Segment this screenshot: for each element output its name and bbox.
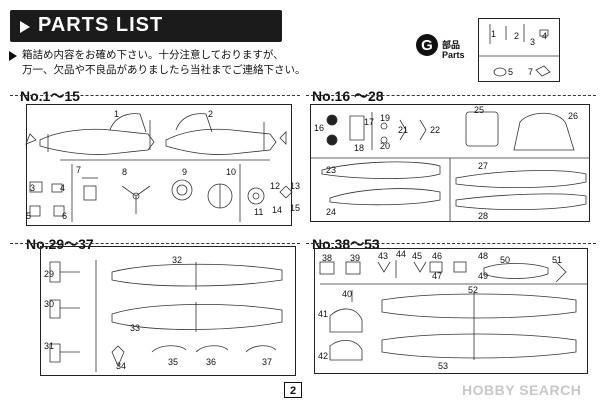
part-number: 15	[290, 203, 301, 213]
part-number: 25	[474, 105, 485, 115]
part-number: 44	[396, 249, 407, 259]
runner-g-parts	[478, 24, 560, 77]
part-number: 31	[44, 341, 55, 351]
section-title-1-15: No.1～15	[20, 88, 80, 104]
part-number: 33	[130, 323, 141, 333]
part-number: 7	[76, 165, 82, 175]
part-number: 1	[114, 109, 120, 119]
part-number: 17	[364, 117, 375, 127]
packing-notice: 箱詰め内容をお確め下さい。十分注意しておりますが、 万一、欠品や不良品がありまし…	[9, 48, 306, 78]
part-number: 14	[272, 205, 283, 215]
part-number: 22	[430, 125, 441, 135]
part-number: 1	[491, 29, 497, 39]
part-number: 32	[172, 255, 183, 265]
section-title-16-28: No.16 ～28	[312, 88, 384, 104]
part-number: 18	[354, 143, 365, 153]
divider-mid-right	[306, 243, 596, 244]
part-number: 23	[326, 165, 337, 175]
runner-g-badge: G	[416, 34, 438, 56]
part-number: 4	[542, 31, 548, 41]
part-number: 6	[62, 211, 68, 221]
part-number: 19	[380, 113, 391, 123]
part-number: 4	[60, 183, 66, 193]
part-number: 12	[270, 181, 281, 191]
runner-frame-38-53	[314, 248, 588, 374]
part-number: 41	[318, 309, 329, 319]
part-number: 37	[262, 357, 273, 367]
part-number: 24	[326, 207, 337, 217]
notice-line-1: 箱詰め内容をお確め下さい。十分注意しておりますが、	[22, 49, 284, 61]
part-number: 3	[30, 183, 36, 193]
runner-frame-1-15	[26, 104, 292, 226]
part-number: 9	[182, 167, 188, 177]
part-number: 8	[122, 167, 128, 177]
small-parts-1-15	[29, 159, 293, 222]
part-number: 49	[478, 271, 489, 281]
runner-16-28-parts	[310, 111, 590, 222]
part-number: 27	[478, 161, 489, 171]
page-number: 2	[284, 382, 302, 398]
divider-top-right	[306, 95, 596, 96]
part-number: 28	[478, 211, 489, 221]
part-number: 2	[514, 31, 520, 41]
hobby-search-watermark: HOBBY SEARCH	[462, 382, 582, 398]
runner-g-label-en: Parts	[442, 50, 465, 60]
part-number: 10	[226, 167, 237, 177]
part-number: 48	[478, 251, 489, 261]
part-number: 45	[412, 251, 423, 261]
part-number: 5	[26, 211, 32, 221]
part-number: 26	[568, 111, 579, 121]
divider-mid-left	[10, 243, 300, 244]
part-number: 16	[314, 123, 325, 133]
page-title: PARTS LIST	[38, 14, 164, 36]
part-number: 29	[44, 269, 55, 279]
part-number: 35	[168, 357, 179, 367]
runner-29-37-parts	[49, 260, 283, 372]
part-number: 36	[206, 357, 217, 367]
part-number: 13	[290, 181, 301, 191]
part-number: 5	[508, 67, 514, 77]
part-number: 20	[380, 141, 391, 151]
runner-g-label-jp: 部品	[442, 41, 461, 51]
runner-38-53-parts	[319, 260, 588, 361]
fuselage-halves	[25, 113, 287, 155]
part-number: 52	[468, 285, 479, 295]
part-number: 42	[318, 351, 329, 361]
part-number: 38	[322, 253, 333, 263]
part-number: 30	[44, 299, 55, 309]
part-number: 39	[350, 253, 361, 263]
bullet-triangle-icon	[9, 51, 17, 61]
divider-top-left	[10, 95, 300, 96]
part-number: 3	[530, 37, 536, 47]
part-number: 53	[438, 361, 449, 371]
part-number: 2	[208, 109, 214, 119]
part-number: 43	[378, 251, 389, 261]
play-arrow-icon	[20, 21, 30, 33]
part-number: 46	[432, 251, 443, 261]
part-number: 50	[500, 255, 511, 265]
part-number: 21	[398, 125, 409, 135]
part-number: 7	[528, 67, 534, 77]
part-number: 47	[432, 271, 443, 281]
section-title-29-37: No.29～37	[26, 236, 94, 252]
part-number: 34	[116, 361, 127, 371]
part-number: 11	[254, 207, 264, 217]
runner-frame-29-37	[40, 246, 296, 376]
part-number: 40	[342, 289, 353, 299]
part-number: 51	[552, 255, 563, 265]
notice-line-2: 万一、欠品や不良品がありましたら当社までご連絡下さい。	[22, 64, 306, 76]
runner-g-frame	[478, 18, 560, 82]
parts-list-banner: PARTS LIST	[10, 10, 282, 42]
